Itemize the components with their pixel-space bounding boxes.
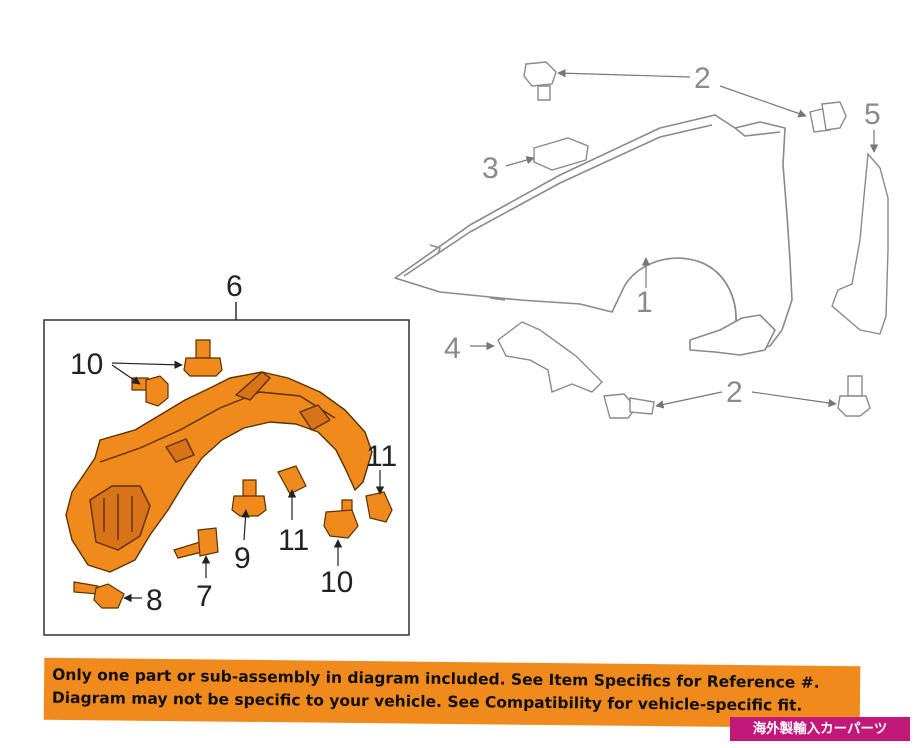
fastener-hardware [73, 339, 393, 609]
callout-8: 8 [146, 584, 163, 617]
callout-11-right: 11 [366, 440, 397, 473]
leader-lines [111, 69, 879, 603]
import-parts-badge: 海外製輸入カーパーツ [730, 717, 910, 741]
callout-9: 9 [234, 542, 251, 575]
callout-4: 4 [444, 332, 461, 365]
callout-11-mid: 11 [278, 524, 309, 557]
callout-2-top: 2 [694, 62, 711, 95]
liner-assembly-frame [43, 319, 410, 636]
callout-2-bottom: 2 [726, 376, 743, 409]
callout-10-top: 10 [70, 348, 103, 381]
callout-6: 6 [226, 270, 243, 303]
callout-7: 7 [196, 580, 213, 613]
fender-part [394, 114, 793, 356]
callout-labels: 6 10 11 9 11 10 7 8 2 5 3 1 4 2 [70, 62, 881, 617]
callout-5: 5 [864, 98, 881, 131]
callout-10-bottom: 10 [320, 566, 353, 599]
fender-hardware [497, 61, 889, 419]
callout-1: 1 [636, 286, 653, 319]
callout-3: 3 [482, 152, 499, 185]
fender-liner-part [65, 371, 373, 573]
